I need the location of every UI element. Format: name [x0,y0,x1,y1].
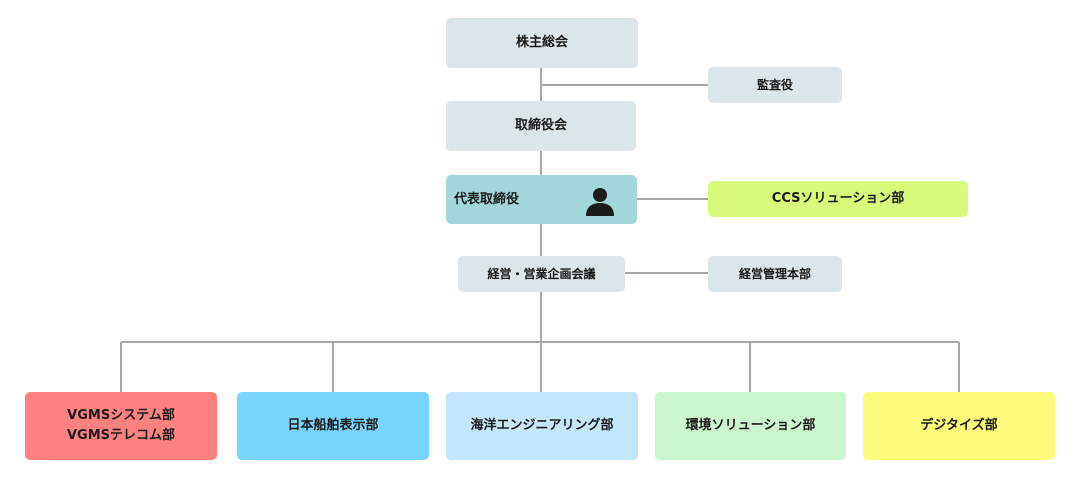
node-vgms-system-label: VGMSシステム部 [67,408,175,423]
node-environment-solution: 環境ソリューション部 [655,392,846,460]
node-planning-meeting: 経営・営業企画会議 [458,256,625,292]
node-management-hq: 経営管理本部 [708,256,842,292]
person-silhouette-icon [586,188,614,216]
node-vgms: VGMSシステム部 VGMSテレコム部 [25,392,217,460]
node-ceo: 代表取締役 [446,175,637,224]
node-shareholders-meeting: 株主総会 [446,18,638,68]
node-marine-engineering: 海洋エンジニアリング部 [446,392,638,460]
node-vgms-telecom-label: VGMSテレコム部 [66,428,176,443]
node-digitize: デジタイズ部 [863,392,1055,460]
node-ccs-solution: CCSソリューション部 [708,181,968,217]
node-ship-display: 日本船舶表示部 [237,392,429,460]
node-auditor: 監査役 [708,67,842,103]
node-board: 取締役会 [446,101,636,151]
node-ceo-label: 代表取締役 [454,191,520,207]
